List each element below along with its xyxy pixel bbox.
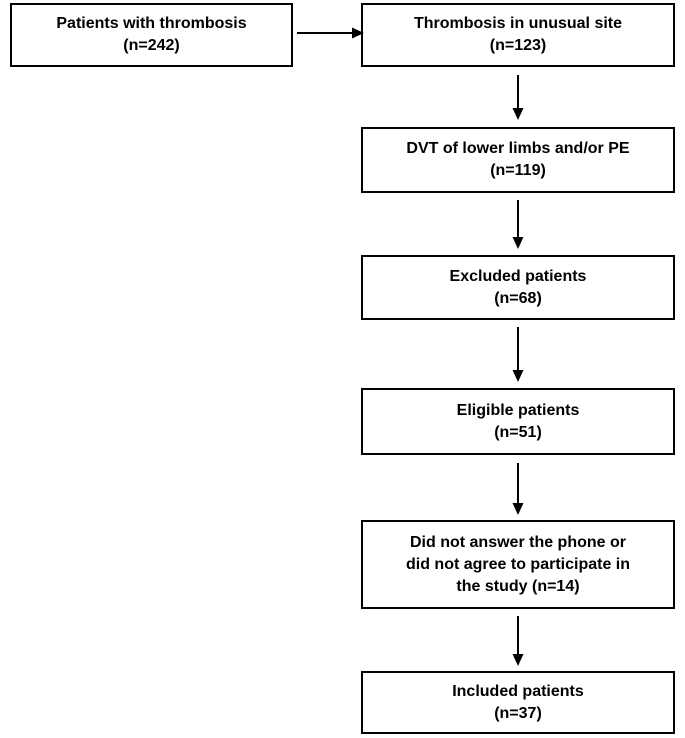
- arrow-not-participating-to-included: [512, 616, 524, 666]
- node-included-patients: Included patients (n=37): [361, 671, 675, 734]
- node-label: Patients with thrombosis: [56, 15, 247, 32]
- node-dvt-lower-limbs-pe: DVT of lower limbs and/or PE (n=119): [361, 127, 675, 193]
- arrow-unusual-site-to-dvt: [512, 75, 524, 120]
- node-count: (n=242): [123, 37, 180, 54]
- node-count: (n=37): [494, 704, 542, 722]
- node-count: the study (n=14): [456, 577, 580, 595]
- node-patients-with-thrombosis: Patients with thrombosis (n=242): [10, 3, 293, 67]
- arrow-eligible-to-not-participating: [512, 463, 524, 515]
- arrow-patients-to-unusual-site: [297, 27, 364, 39]
- node-label: Included patients: [452, 682, 584, 700]
- node-label: Did not answer the phone or: [409, 533, 626, 551]
- node-label: Eligible patients: [456, 401, 580, 419]
- node-label: did not agree to participate in: [405, 555, 631, 573]
- node-excluded-patients: Excluded patients (n=68): [361, 255, 675, 320]
- arrow-dvt-to-excluded: [512, 200, 524, 249]
- node-label: Excluded patients: [449, 267, 587, 285]
- node-eligible-patients: Eligible patients (n=51): [361, 388, 675, 455]
- node-count: (n=51): [494, 423, 542, 441]
- node-count: (n=68): [494, 289, 542, 307]
- node-count: (n=119): [490, 162, 546, 179]
- arrow-excluded-to-eligible: [512, 327, 524, 382]
- node-thrombosis-unusual-site: Thrombosis in unusual site (n=123): [361, 3, 675, 67]
- node-label: DVT of lower limbs and/or PE: [406, 140, 630, 157]
- node-label: Thrombosis in unusual site: [413, 15, 623, 32]
- node-count: (n=123): [489, 37, 547, 54]
- node-did-not-participate: Did not answer the phone or did not agre…: [361, 520, 675, 609]
